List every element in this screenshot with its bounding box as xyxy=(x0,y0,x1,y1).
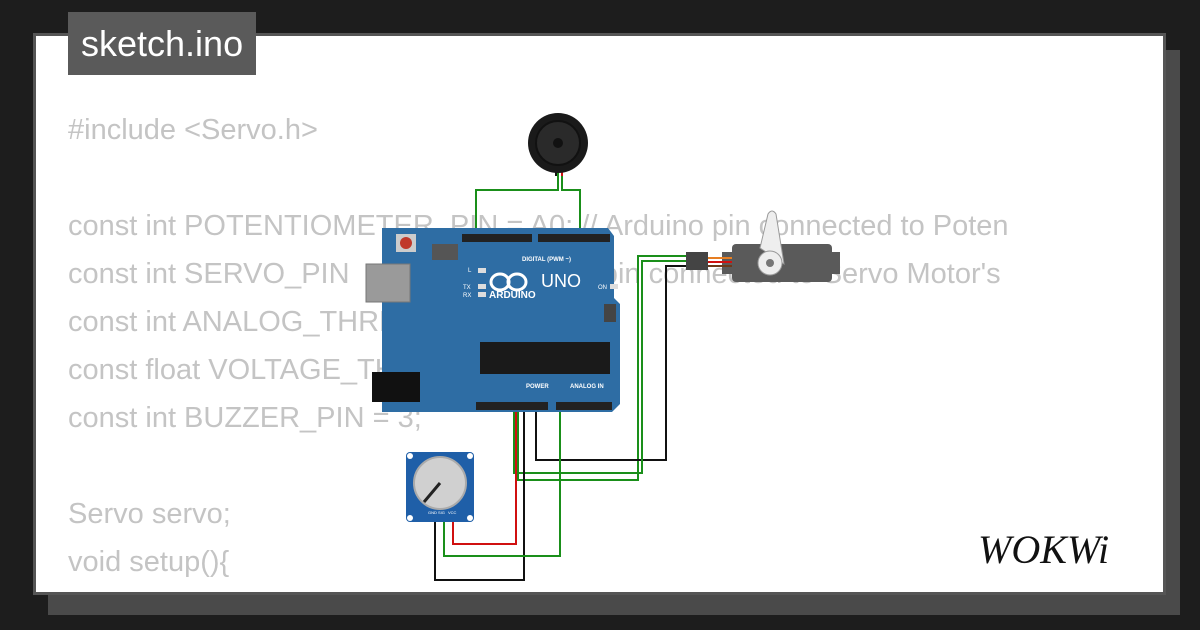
arduino-uno-board[interactable]: UNO ARDUINO DIGITAL (PWM ~) POWER ANALOG… xyxy=(365,228,620,412)
on-label: ON xyxy=(598,285,607,291)
pot-pin-vcc: VCC xyxy=(448,510,457,515)
analog-label: ANALOG IN xyxy=(570,384,604,390)
wire-buzzer-signal xyxy=(561,172,581,232)
wire-servo-vcc xyxy=(513,260,686,474)
wire-buzzer-gnd xyxy=(475,172,559,232)
board-model-label: UNO xyxy=(541,271,581,291)
usb-port xyxy=(365,263,411,303)
pot-pin-sig: SIG xyxy=(438,510,445,515)
file-title-tab[interactable]: sketch.ino xyxy=(68,12,257,75)
power-header xyxy=(476,402,548,410)
code-line: Servo servo; xyxy=(68,498,231,530)
analog-header xyxy=(556,402,612,410)
digital-header-1 xyxy=(462,234,532,242)
servo-motor[interactable] xyxy=(686,210,840,282)
wires xyxy=(434,166,686,581)
code-line: void setup(){ xyxy=(68,546,230,578)
wire-servo-signal xyxy=(517,255,686,481)
wokwi-logo-text: WOKWi xyxy=(978,527,1109,572)
power-label: POWER xyxy=(526,384,549,390)
buzzer[interactable] xyxy=(528,113,588,173)
digital-header-2 xyxy=(538,234,610,242)
pot-pin-gnd: GND xyxy=(428,510,437,515)
digital-label: DIGITAL (PWM ~) xyxy=(522,257,571,263)
atmega-chip xyxy=(480,342,610,374)
led-label-tx: TX xyxy=(463,285,471,291)
arduino-logo xyxy=(489,272,528,292)
wokwi-logo[interactable]: WOKWi xyxy=(978,525,1148,575)
wire-pot-vcc xyxy=(452,406,517,545)
board-brand-label: ARDUINO xyxy=(489,290,536,301)
led-label-l: L xyxy=(468,268,472,274)
wire-servo-power xyxy=(535,265,686,461)
led-label-rx: RX xyxy=(463,293,471,299)
code-card: #include <Servo.h>const int POTENTIOMETE… xyxy=(33,33,1166,595)
wire-pot-signal xyxy=(443,406,561,557)
wire-pot-gnd xyxy=(434,406,525,581)
code-line: #include <Servo.h> xyxy=(68,114,318,146)
potentiometer[interactable]: GND SIG VCC xyxy=(406,452,474,522)
power-jack xyxy=(372,372,420,402)
